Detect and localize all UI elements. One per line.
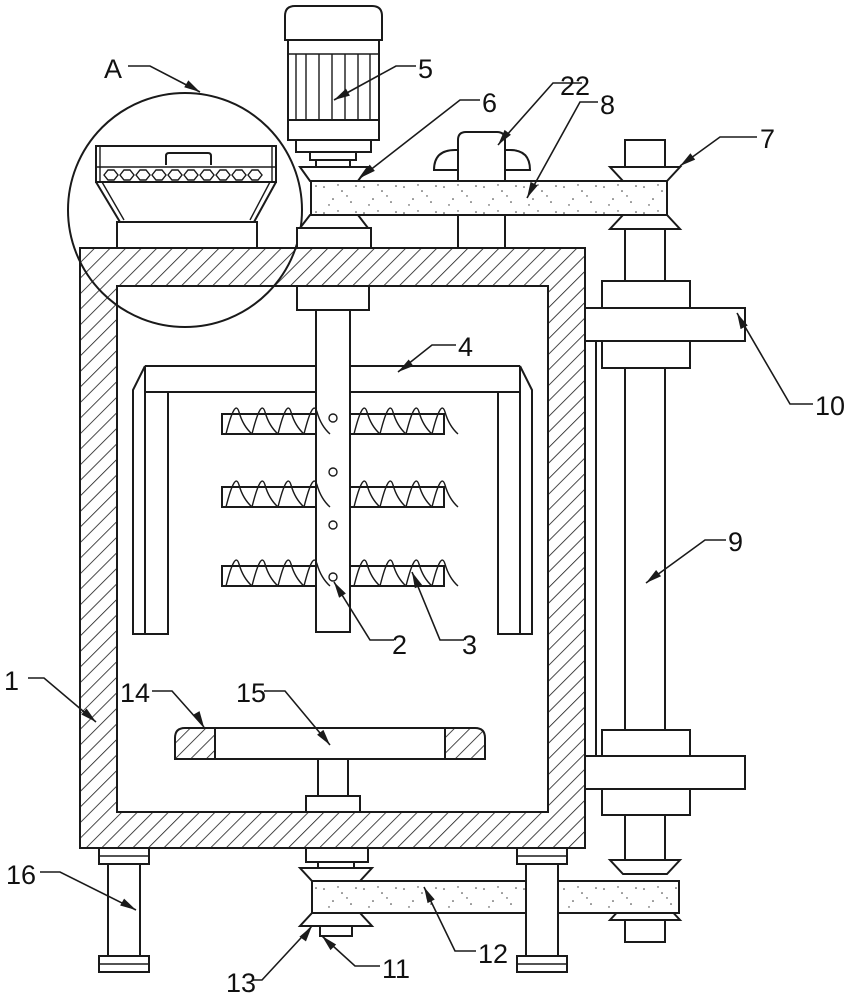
stirring-shaft [296,285,370,633]
leader-12 [423,886,476,952]
leader-6 [359,99,480,179]
part-labels: A 1 2 3 4 5 6 7 8 9 10 11 12 13 14 15 16… [4,54,845,998]
leader-14 [152,690,205,728]
leader-4 [397,344,456,373]
arrowhead [680,153,696,166]
motor [284,5,383,168]
arrowhead [184,80,200,92]
arrowhead [81,708,96,722]
label-6: 6 [482,88,497,118]
support-leg-left [98,847,150,973]
helical-blade [221,407,331,435]
helical-blade [221,559,331,587]
arrowhead [322,936,337,951]
driven-pulley-top [607,139,683,230]
scraper-frame [132,365,533,635]
leader-9 [645,539,726,584]
bottom-rotating-disc [174,727,486,813]
leader-1 [28,677,97,723]
arrowhead [334,582,346,598]
helical-blade [349,407,459,435]
drive-pulley-top [296,166,372,249]
arrowhead [192,711,204,727]
arrowhead [498,129,511,145]
helical-blade [221,480,331,508]
arrowhead [646,569,662,583]
leader-8 [526,101,598,199]
leader-7 [679,136,757,167]
support-leg-right [516,847,568,973]
label-9: 9 [728,527,743,557]
top-belt [310,180,668,216]
leader-11 [321,935,380,967]
label-2: 2 [392,630,407,660]
label-14: 14 [120,678,150,708]
feed-hopper-cap [432,131,532,249]
helical-blade [349,559,459,587]
arrowhead [299,926,312,942]
label-8: 8 [600,90,615,120]
label-A: A [104,54,122,84]
label-10: 10 [815,391,845,421]
arrowhead [398,359,414,372]
label-4: 4 [458,332,473,362]
leader-lines [28,65,813,981]
arrowhead [424,887,435,904]
bottom-belt-right [557,880,680,914]
leader-A [128,65,201,93]
vertical-transmission-shaft [584,228,746,943]
label-11: 11 [382,954,410,984]
leader-5 [333,65,416,101]
leader-22 [497,82,582,146]
bottom-belt [311,880,527,914]
helical-blade [349,480,459,508]
arrowhead [120,898,136,910]
detail-circle-a [67,92,303,328]
label-5: 5 [418,54,433,84]
tank-body [79,247,586,849]
leader-16 [40,871,137,911]
label-1: 1 [4,666,19,696]
arrowhead [412,572,423,589]
label-7: 7 [760,124,775,154]
arrowhead [334,88,350,100]
label-3: 3 [462,630,477,660]
label-12: 12 [478,939,508,969]
label-13: 13 [226,968,256,998]
leader-15 [264,690,331,746]
arrowhead [737,313,748,330]
bottom-pulley [297,847,375,937]
label-22: 22 [560,71,590,101]
leader-13 [252,925,313,981]
leader-2 [333,581,394,641]
leader-10 [736,312,813,405]
leader-3 [411,571,464,641]
label-15: 15 [236,678,266,708]
label-16: 16 [6,860,36,890]
honeycomb-filter [103,169,263,181]
helical-blades [221,407,459,587]
arrowhead [317,729,330,745]
arrowhead [527,181,538,198]
arrowhead [360,164,375,178]
